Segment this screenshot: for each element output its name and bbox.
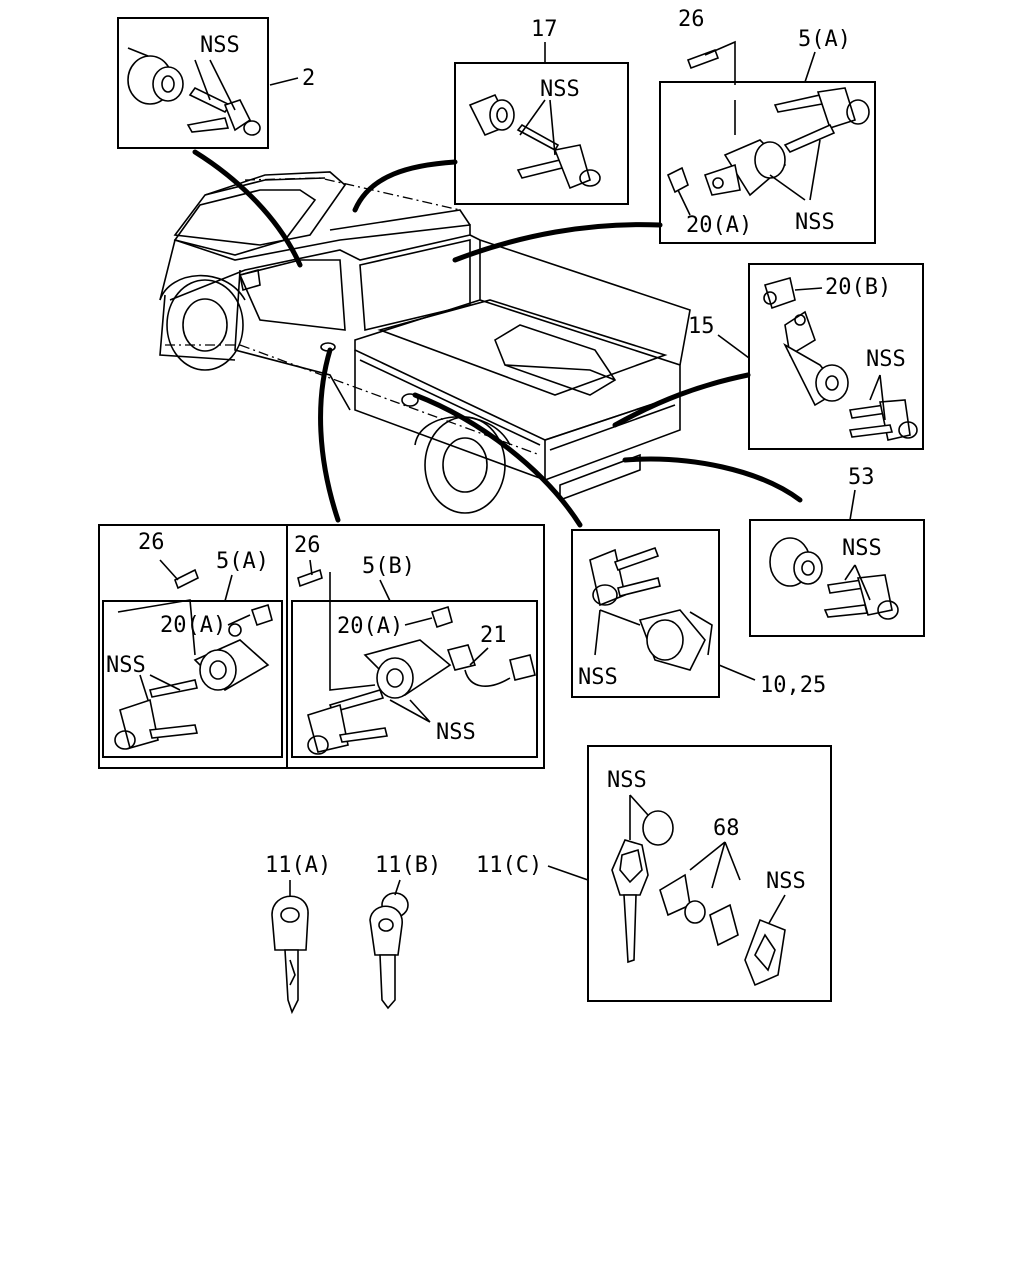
callout-5a: 5(A) xyxy=(216,549,269,574)
callout-5b: 5(B) xyxy=(362,554,415,579)
callout-11c: 11(C) xyxy=(476,853,542,878)
part-box-15: 15 20(B) NSS xyxy=(688,263,924,450)
part-box-11c: 11(C) NSS 68 NSS xyxy=(476,745,832,1002)
callout-26: 26 xyxy=(294,533,321,558)
callout-20b: 20(B) xyxy=(825,275,891,300)
callout-17: 17 xyxy=(531,17,558,42)
part-box-10-25: NSS 10,25 xyxy=(571,529,826,698)
callout-11a: 11(A) xyxy=(265,853,331,878)
part-box-17: 17 NSS xyxy=(454,17,629,205)
nss-label: NSS xyxy=(766,869,806,894)
nss-label: NSS xyxy=(200,33,240,58)
callout-26: 26 xyxy=(678,7,705,32)
part-box-53: 53 NSS xyxy=(749,465,925,637)
leader-curves xyxy=(192,149,803,528)
part-box-2: NSS 2 xyxy=(117,17,315,149)
callout-5a: 5(A) xyxy=(798,27,851,52)
callout-26: 26 xyxy=(138,530,165,555)
callout-2: 2 xyxy=(302,66,315,91)
callout-20a: 20(A) xyxy=(337,614,403,639)
callout-15: 15 xyxy=(688,314,715,339)
callout-20a: 20(A) xyxy=(686,213,752,238)
nss-label: NSS xyxy=(540,77,580,102)
nss-label: NSS xyxy=(842,536,882,561)
callout-68: 68 xyxy=(713,816,740,841)
nss-label: NSS xyxy=(436,720,476,745)
part-box-5a-door: 26 5(A) 20(A) NSS xyxy=(98,524,288,769)
callout-21: 21 xyxy=(480,623,507,648)
callout-53: 53 xyxy=(848,465,875,490)
nss-label: NSS xyxy=(106,653,146,678)
part-box-5a-top: 26 5(A) 20(A) NSS xyxy=(659,7,876,244)
part-box-5b-door: 26 5(B) 20(A) 21 NSS xyxy=(286,524,545,769)
nss-label: NSS xyxy=(607,768,647,793)
key-11b: 11(B) xyxy=(369,853,441,1010)
nss-label: NSS xyxy=(578,665,618,690)
nss-label: NSS xyxy=(866,347,906,372)
nss-label: NSS xyxy=(795,210,835,235)
callout-10-25: 10,25 xyxy=(760,673,826,698)
callout-11b: 11(B) xyxy=(375,853,441,878)
key-11a: 11(A) xyxy=(265,853,331,1015)
